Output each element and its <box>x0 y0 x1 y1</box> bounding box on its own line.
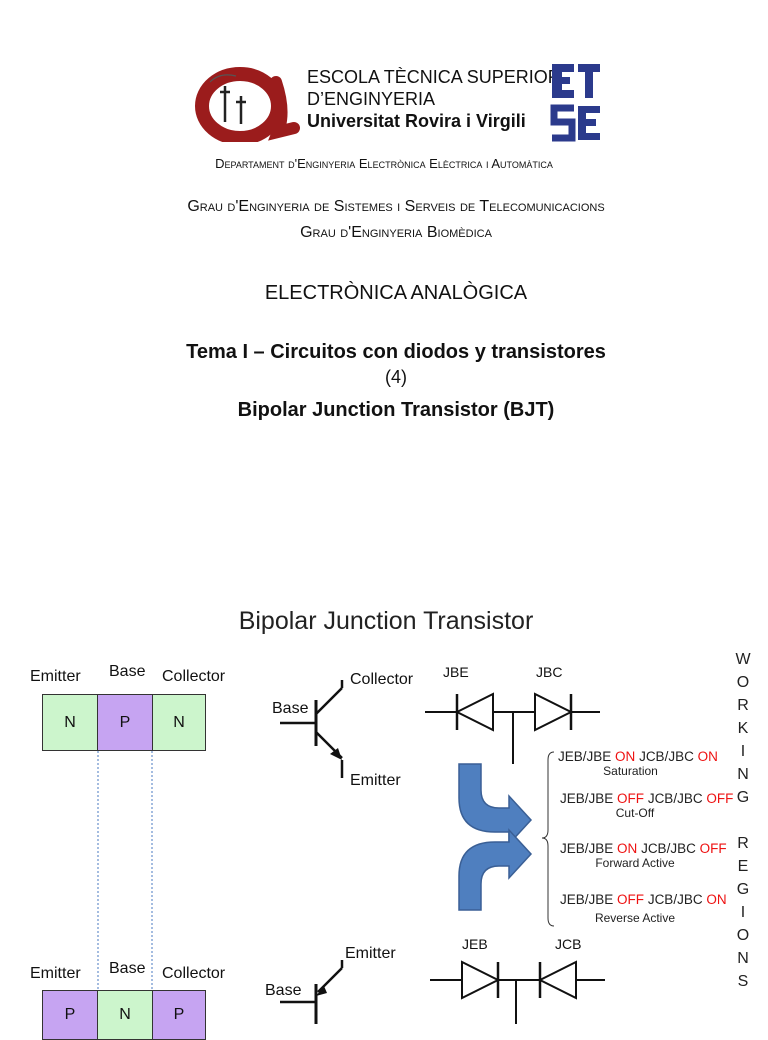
degree-biomedical: Grau d'Enginyeria Biomèdica <box>300 224 492 241</box>
junction-guide-lines <box>97 751 153 991</box>
npn-symbol-base-label: Base <box>272 700 309 717</box>
vertical-letter: N <box>737 766 749 783</box>
region-sat-s1: ON <box>615 749 636 764</box>
junction-jeb-label: JEB <box>462 936 488 952</box>
vertical-letter: E <box>737 858 749 875</box>
vertical-letter: K <box>737 720 749 737</box>
course-title: ELECTRÒNICA ANALÒGICA <box>264 282 528 304</box>
vertical-letter: R <box>737 697 749 714</box>
region-rev-j1: JEB/JBE <box>560 892 614 907</box>
pnp-symbol-emitter-label: Emitter <box>345 945 396 962</box>
region-rev-s1: OFF <box>617 892 645 907</box>
topic-number: (4) <box>385 367 407 387</box>
school-name: ESCOLA TÈCNICA SUPERIOR D’ENGINYERIA Uni… <box>307 66 561 132</box>
region-reverse-active: JEB/JBE OFF JCB/JBC ON Reverse Active <box>560 892 727 925</box>
degree-telecom: Grau d'Enginyeria de Sistemes i Serveis … <box>187 198 605 215</box>
npn-region-p: P <box>97 694 153 751</box>
region-fwd-s1: ON <box>617 841 638 856</box>
vertical-letter: O <box>736 927 750 944</box>
pnp-region-p1: P <box>42 990 98 1040</box>
school-line-3: Universitat Rovira i Virgili <box>307 111 526 131</box>
junction-jbe-label: JBE <box>443 664 469 680</box>
region-cutoff: JEB/JBE OFF JCB/JBC OFF Cut-Off <box>560 791 733 820</box>
region-fwd-j1: JEB/JBE <box>560 841 614 856</box>
npn-symbol <box>280 680 344 778</box>
department-name: Departament d'Enginyeria Electrònica Elè… <box>215 156 553 171</box>
school-line-1: ESCOLA TÈCNICA SUPERIOR <box>307 67 561 87</box>
region-cut-s2: OFF <box>706 791 734 806</box>
slide-title: Bipolar Junction Transistor <box>238 607 534 635</box>
topic-subtitle: Bipolar Junction Transistor (BJT) <box>237 399 555 421</box>
topic-title: Tema I – Circuitos con diodos y transist… <box>186 341 606 363</box>
region-cut-name: Cut-Off <box>615 806 655 820</box>
npn-symbol-emitter-label: Emitter <box>350 772 401 789</box>
urv-logo <box>195 67 300 142</box>
pnp-region-p2: P <box>152 990 206 1040</box>
vertical-letter: W <box>735 651 751 668</box>
npn-base-label: Base <box>109 663 146 680</box>
region-sat-s2: ON <box>697 749 718 764</box>
diode-pair-top <box>425 692 600 764</box>
region-rev-name: Reverse Active <box>594 911 676 925</box>
vertical-letter: G <box>736 881 750 898</box>
region-rev-j2: JCB/JBC <box>647 892 703 907</box>
pnp-symbol-base-label: Base <box>265 982 302 999</box>
pnp-region-n: N <box>97 990 153 1040</box>
junction-jcb-label: JCB <box>555 936 582 952</box>
npn-symbol-collector-label: Collector <box>350 671 414 688</box>
region-fwd-j2: JCB/JBC <box>641 841 696 856</box>
npn-collector-label: Collector <box>162 668 226 685</box>
npn-emitter-label: Emitter <box>30 668 81 685</box>
junction-jbc-label: JBC <box>536 664 563 680</box>
region-sat-j2: JCB/JBC <box>639 749 694 764</box>
region-sat-j1: JEB/JBE <box>558 749 612 764</box>
vertical-letter <box>733 809 753 832</box>
pnp-collector-label: Collector <box>162 965 226 982</box>
region-cut-j1: JEB/JBE <box>560 791 614 806</box>
vertical-letter: O <box>736 674 750 691</box>
vertical-letter: N <box>737 950 749 967</box>
vertical-letter: G <box>736 789 750 806</box>
diode-pair-bottom <box>430 960 605 1024</box>
regions-brace <box>541 751 555 927</box>
npn-region-n2: N <box>152 694 206 751</box>
vertical-letter: R <box>737 835 749 852</box>
region-cut-s1: OFF <box>617 791 645 806</box>
region-sat-name: Saturation <box>603 764 658 778</box>
pnp-emitter-label: Emitter <box>30 965 81 982</box>
region-saturation: JEB/JBE ON JCB/JBC ON Saturation <box>558 749 718 778</box>
region-rev-s2: ON <box>706 892 727 907</box>
flow-arrows <box>458 763 533 911</box>
pnp-base-label: Base <box>109 960 146 977</box>
region-cut-j2: JCB/JBC <box>647 791 703 806</box>
region-forward-active: JEB/JBE ON JCB/JBC OFF Forward Active <box>560 841 727 870</box>
npn-region-n1: N <box>42 694 98 751</box>
pnp-symbol <box>280 960 344 1024</box>
school-line-2: D’ENGINYERIA <box>307 89 436 109</box>
region-fwd-s2: OFF <box>699 841 727 856</box>
vertical-letter: S <box>737 973 749 990</box>
etse-logo <box>550 64 600 142</box>
vertical-letter: I <box>740 743 746 760</box>
vertical-letter: I <box>740 904 746 921</box>
region-fwd-name: Forward Active <box>595 856 675 870</box>
